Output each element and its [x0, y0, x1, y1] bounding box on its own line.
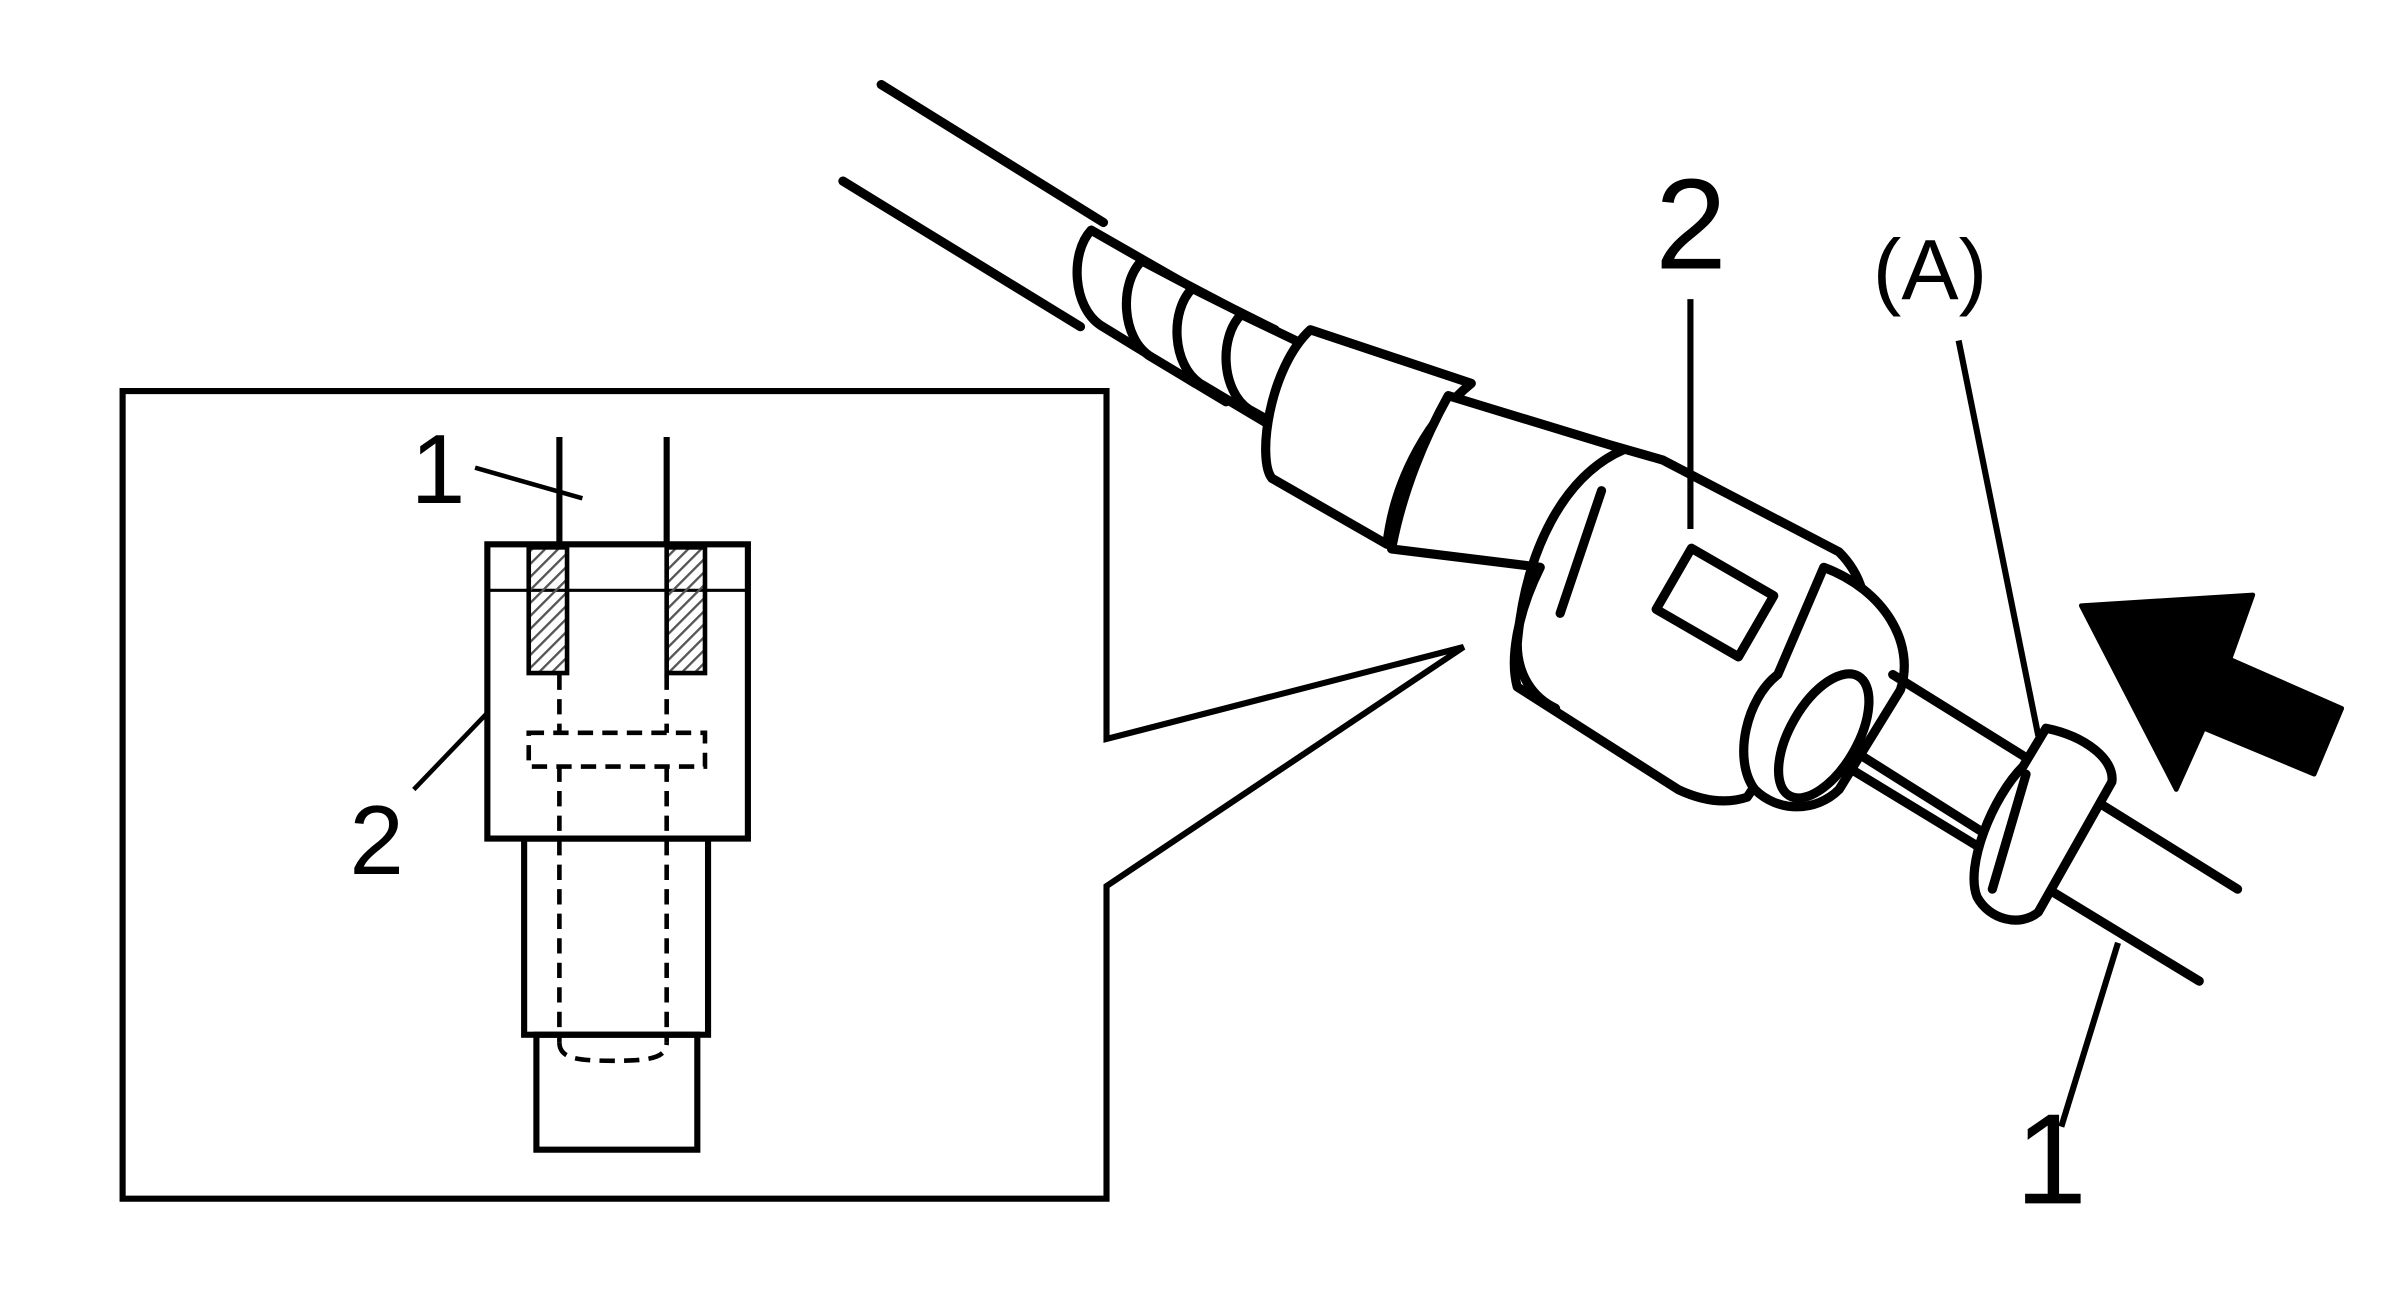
inset-frame	[119, 387, 1466, 1202]
connector-shoulder	[1512, 444, 1630, 713]
inset-seal-right	[664, 545, 708, 676]
connector-highlight	[1555, 486, 1607, 618]
inset-leaders	[412, 465, 584, 792]
inset-callout-1-label: 1	[411, 414, 466, 524]
pipe-bead	[1969, 723, 2117, 925]
leader-1	[2058, 941, 2121, 1128]
pipe-assembly	[838, 79, 2243, 986]
pipe-inner-line	[1849, 746, 2005, 848]
arrow-icon	[2078, 592, 2345, 792]
callout-a-label: (A)	[1873, 222, 1987, 318]
inset-stem-lower	[533, 1031, 701, 1153]
inset-seal-left	[526, 545, 570, 676]
inset-detail	[484, 437, 751, 1153]
pipe-bead-line	[1987, 769, 2031, 894]
hose-lower-line	[838, 176, 1086, 332]
callout-1-label: 1	[2015, 1087, 2087, 1231]
callout-2-label: 2	[1655, 152, 1727, 296]
inset-hidden-lines	[526, 674, 708, 1064]
leader-lines	[1687, 299, 2121, 1128]
leader-a	[1955, 339, 2042, 737]
inset-border	[119, 387, 1466, 1202]
connector-window	[1651, 543, 1779, 662]
inset-leader-1	[474, 465, 584, 501]
inset-callout-2-label: 2	[349, 785, 404, 895]
inset-leader-2	[412, 711, 490, 792]
hose-upper-line	[876, 79, 1109, 228]
